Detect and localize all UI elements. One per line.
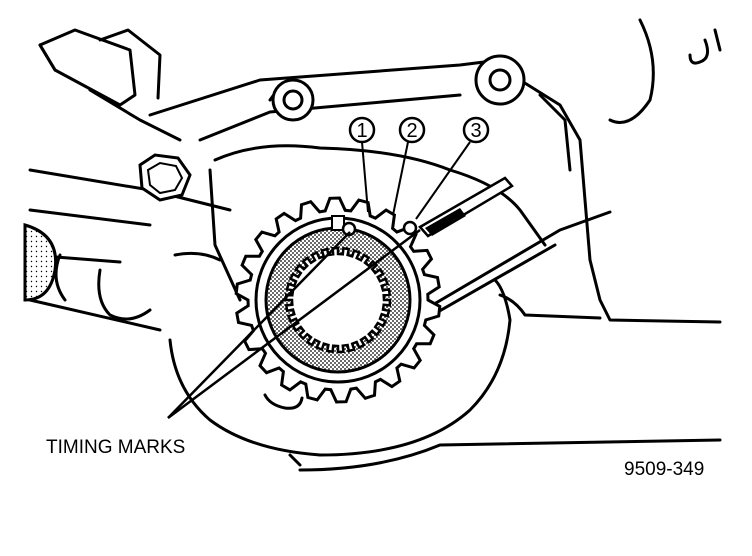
- spline-bore-outline: [284, 246, 392, 354]
- callout-3: 3: [415, 116, 490, 220]
- timing-mark-leaders: [167, 228, 421, 420]
- timing-pointer: [418, 176, 514, 238]
- spline-bore: [284, 246, 392, 354]
- callout-1: 1: [348, 116, 376, 213]
- figure-number: 9509-349: [624, 459, 704, 480]
- callout-2: 2: [392, 116, 426, 216]
- bolt-head: [138, 153, 192, 202]
- engine-block-outline: [28, 18, 722, 472]
- dowel-boss-left: [271, 78, 315, 122]
- callout-2-label: 2: [406, 120, 417, 142]
- dowel-boss-right: [474, 54, 526, 106]
- sprocket-timing-dots: [341, 220, 418, 237]
- left-shaded-boss: [23, 223, 58, 302]
- crankshaft-sprocket: [234, 196, 442, 404]
- timing-marks-label: TIMING MARKS: [46, 437, 185, 458]
- callout-1-label: 1: [356, 120, 367, 142]
- callout-3-label: 3: [470, 120, 481, 142]
